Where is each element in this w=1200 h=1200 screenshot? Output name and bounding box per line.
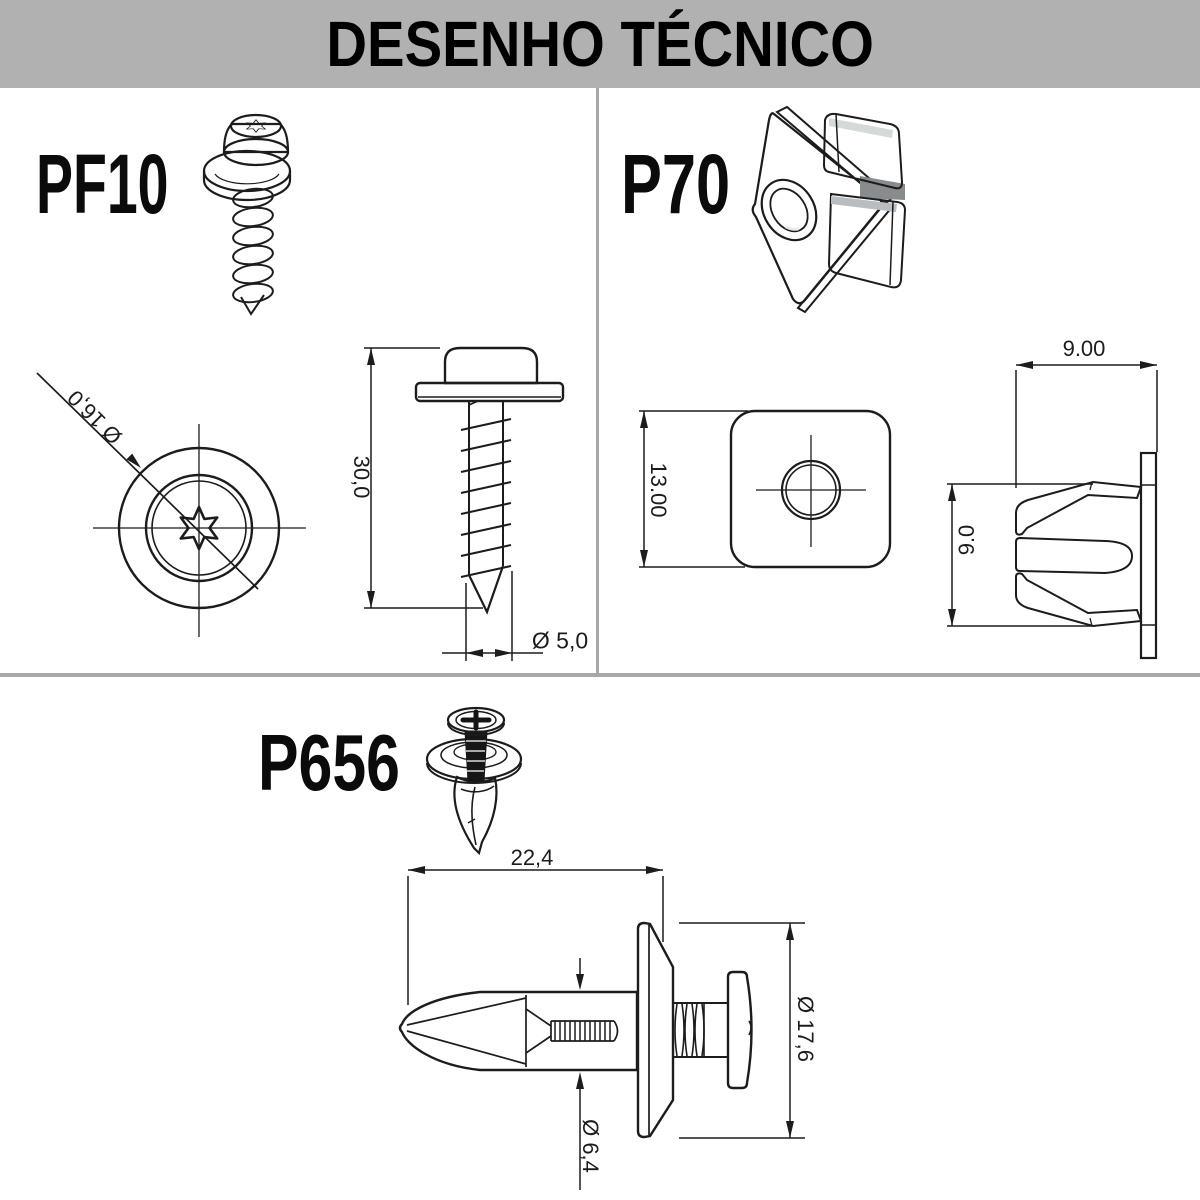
pf10-3d-render-icon [202, 113, 292, 316]
p70-side-height-dim: 9.0 [954, 524, 979, 556]
p656-flange-diameter-dim: Ø 17,6 [793, 995, 818, 1063]
pf10-length-dim: 30,0 [349, 455, 374, 499]
p70-side-view [947, 361, 1158, 660]
p70-front-view [639, 409, 892, 569]
horizontal-divider [0, 673, 1200, 677]
title-banner: DESENHO TÉCNICO [0, 0, 1200, 88]
p70-3d-render-icon [751, 105, 907, 314]
page-title: DESENHO TÉCNICO [326, 8, 874, 80]
p656-shank-diameter-dim: Ø 6,4 [578, 1119, 603, 1173]
p656-3d-render-icon [425, 706, 523, 856]
pf10-side-view [364, 346, 565, 661]
p70-front-height-dim: 13.00 [646, 462, 671, 518]
p656-part-label: P656 [258, 718, 401, 807]
p656-length-dim: 22,4 [510, 845, 554, 870]
pf10-thread-diameter-dim: Ø 5,0 [531, 627, 589, 654]
pf10-part-label: PF10 [36, 137, 169, 231]
pf10-front-view [36, 372, 306, 637]
vertical-divider [596, 88, 599, 675]
p70-depth-dim: 9.00 [1062, 336, 1106, 361]
p656-side-view [398, 866, 805, 1190]
p70-part-label: P70 [621, 137, 731, 231]
